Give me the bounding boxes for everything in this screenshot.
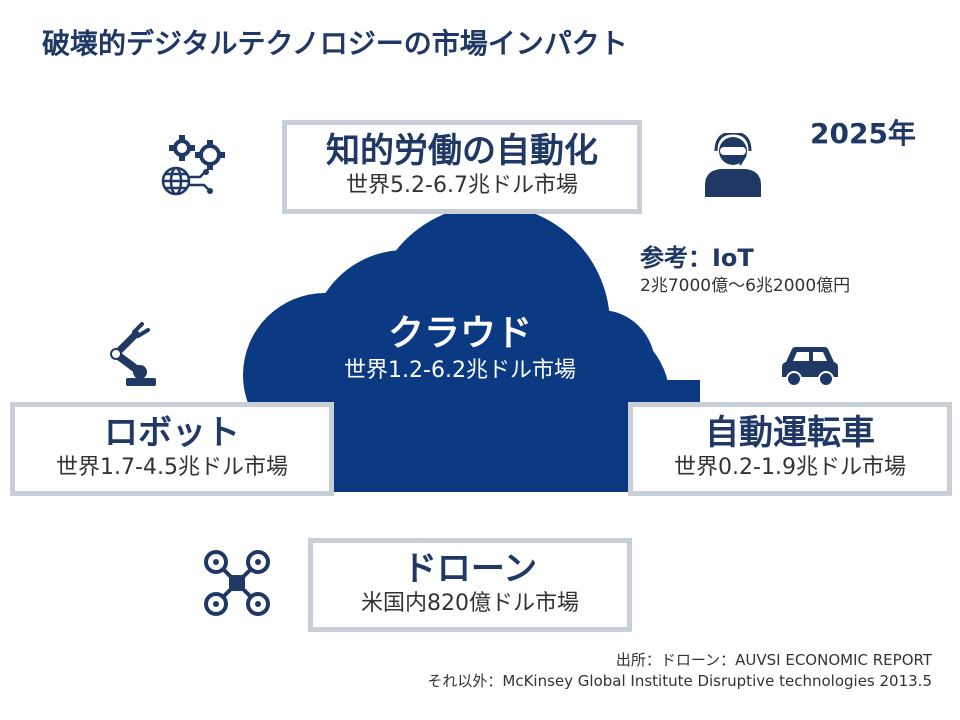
source-line-1: 出所：ドローン：AUVSI ECONOMIC REPORT [615, 651, 932, 669]
cloud-label: クラウド 世界1.2-6.2兆ドル市場 [300, 312, 620, 386]
gears-globe-icon [161, 135, 225, 196]
iot-value: 2兆7000億～6兆2000億円 [640, 276, 851, 296]
cloud-name: クラウド [387, 313, 532, 354]
drone-icon [204, 550, 270, 616]
labor-automation-name: 知的労働の自動化 [326, 131, 598, 171]
page-title: 破壊的デジタルテクノロジーの市場インパクト [42, 27, 628, 60]
car-icon [782, 347, 838, 387]
iot-title: 参考：IoT [640, 244, 754, 272]
drone-name: ドローン [402, 549, 538, 589]
source-note: 出所：ドローン：AUVSI ECONOMIC REPORT それ以外：McKin… [427, 650, 932, 692]
robot-box: ロボット 世界1.7-4.5兆ドル市場 [10, 402, 334, 496]
robot-arm-icon [110, 322, 156, 386]
source-line-2: それ以外：McKinsey Global Institute Disruptiv… [427, 672, 932, 690]
robot-value: 世界1.7-4.5兆ドル市場 [56, 455, 288, 480]
labor-automation-value: 世界5.2-6.7兆ドル市場 [346, 173, 578, 198]
labor-automation-box: 知的労働の自動化 世界5.2-6.7兆ドル市場 [282, 120, 642, 214]
autonomous-car-name: 自動運転車 [705, 413, 875, 453]
year-label: 2025年 [810, 117, 916, 150]
drone-box: ドローン 米国内820億ドル市場 [308, 538, 632, 632]
iot-reference: 参考：IoT 2兆7000億～6兆2000億円 [640, 242, 850, 298]
drone-value: 米国内820億ドル市場 [361, 591, 579, 616]
robot-name: ロボット [104, 413, 240, 453]
autonomous-car-box: 自動運転車 世界0.2-1.9兆ドル市場 [628, 402, 952, 496]
headset-person-icon [705, 133, 761, 197]
autonomous-car-value: 世界0.2-1.9兆ドル市場 [674, 455, 906, 480]
cloud-value: 世界1.2-6.2兆ドル市場 [344, 358, 576, 383]
